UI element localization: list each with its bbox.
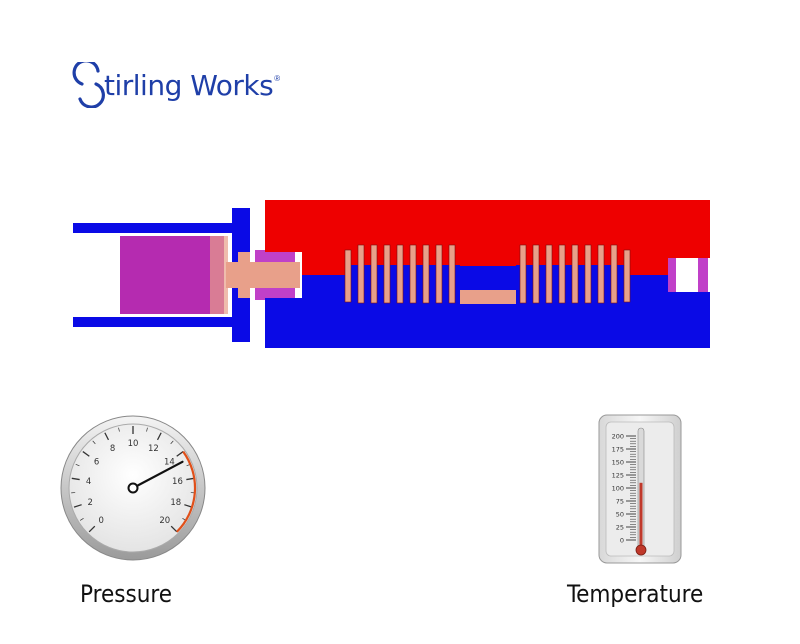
temperature-gauge: 0 25 50 75 100 125 150 175 200 xyxy=(598,414,682,564)
pressure-tick xyxy=(176,451,184,457)
pressure-tick-label: 20 xyxy=(159,516,170,526)
pressure-tick xyxy=(82,451,90,457)
pressure-tick-label: 2 xyxy=(87,498,92,508)
displacer-gas xyxy=(460,290,516,304)
pressure-tick xyxy=(79,518,84,521)
stirling-s-logo-icon xyxy=(72,62,105,108)
temperature-tick-label: 200 xyxy=(612,433,624,441)
pressure-tick-marks xyxy=(71,426,195,533)
pressure-tick xyxy=(118,427,120,432)
pressure-tick xyxy=(88,525,96,533)
pressure-tick xyxy=(73,504,82,508)
pressure-tick-label: 4 xyxy=(86,477,91,487)
pressure-tick xyxy=(146,427,148,432)
temperature-tick-labels: 0 25 50 75 100 125 150 175 200 xyxy=(612,433,624,545)
temperature-tick-label: 50 xyxy=(616,511,624,519)
pressure-tick xyxy=(186,477,195,481)
right-cold-cap xyxy=(668,292,710,302)
pressure-tick xyxy=(184,504,193,508)
right-seal-inner xyxy=(676,258,698,292)
temperature-tick-label: 75 xyxy=(616,498,624,506)
temperature-tick-label: 25 xyxy=(616,524,624,532)
piston xyxy=(120,236,224,314)
left-seal-top xyxy=(255,250,295,262)
temperature-tick-label: 100 xyxy=(612,485,624,493)
registered-mark: ® xyxy=(274,74,281,83)
temperature-tick-marks xyxy=(626,435,636,541)
displacer-top xyxy=(460,244,516,266)
pressure-redline xyxy=(176,450,197,533)
left-neck xyxy=(250,262,300,288)
pressure-tick xyxy=(170,525,178,533)
thermo-bulb xyxy=(635,544,647,556)
temperature-tick-label: 125 xyxy=(612,472,624,480)
temperature-tick-label: 175 xyxy=(612,446,624,454)
piston-gradient xyxy=(210,236,228,314)
needle-hub xyxy=(127,482,139,494)
stirling-works-logo: tirling Works ® xyxy=(72,62,280,108)
regenerator-fins xyxy=(344,244,631,304)
pressure-tick-label: 18 xyxy=(170,498,181,508)
engine-cross-section xyxy=(73,200,710,348)
pressure-tick-label: 12 xyxy=(148,444,159,454)
pressure-tick xyxy=(75,463,80,467)
left-seal-bottom xyxy=(255,288,295,300)
pressure-tick xyxy=(104,432,110,441)
pressure-tick xyxy=(92,440,96,445)
right-hot-cap xyxy=(668,248,710,258)
pressure-label: Pressure xyxy=(80,580,173,608)
pressure-tick-label: 8 xyxy=(110,444,115,454)
temperature-tick-label: 150 xyxy=(612,459,624,467)
pressure-tick-label: 10 xyxy=(128,439,139,449)
pressure-needle xyxy=(131,460,184,490)
temperature-label: Temperature xyxy=(567,580,704,608)
pressure-tick xyxy=(170,440,174,445)
hot-plate xyxy=(265,200,710,252)
cold-plate xyxy=(265,298,710,348)
temperature-tick-label: 0 xyxy=(620,537,624,545)
pressure-tick-label: 16 xyxy=(172,477,183,487)
gas-channel xyxy=(226,252,262,298)
pressure-tick xyxy=(71,477,80,481)
pressure-tick-label: 14 xyxy=(164,458,175,468)
pressure-tick-label: 6 xyxy=(94,458,99,468)
pressure-tick xyxy=(156,432,162,441)
brand-name: tirling Works xyxy=(104,68,274,102)
pressure-tick-label: 0 xyxy=(98,516,103,526)
thermo-mercury xyxy=(639,482,643,548)
